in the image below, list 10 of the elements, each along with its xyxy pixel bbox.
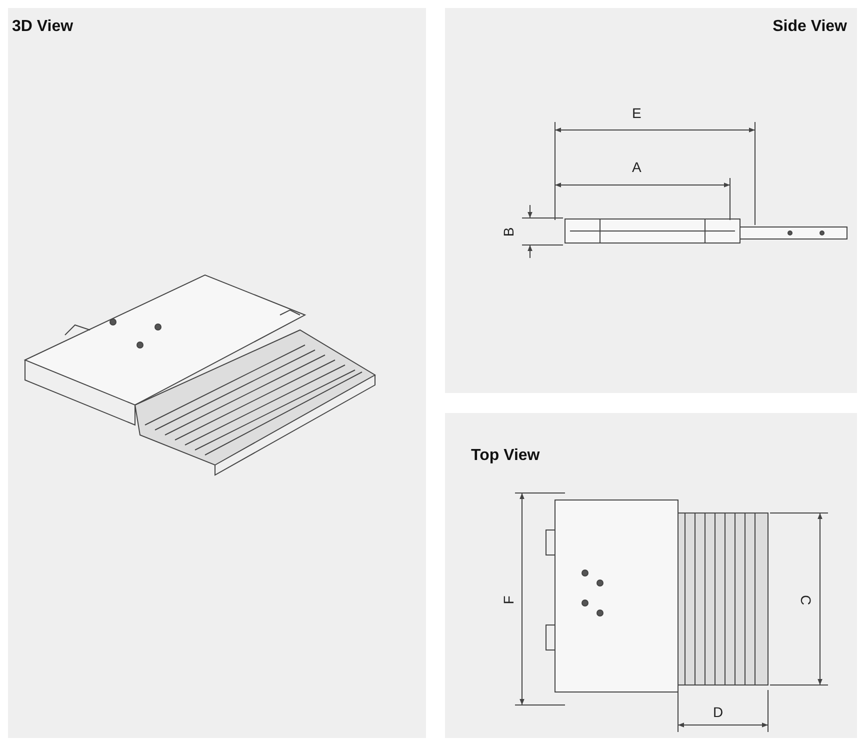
dimension-label: A [632,160,642,174]
dimension-label: D [713,705,724,719]
dimension-label: E [632,106,642,120]
dimension-label: B [502,227,516,237]
view-panel [445,8,857,393]
view-title: Side View [772,18,847,36]
dimension-label: C [799,594,814,606]
view-title: 3D View [12,18,74,36]
dimension-label: F [501,596,516,604]
view-title: Top View [471,447,540,465]
